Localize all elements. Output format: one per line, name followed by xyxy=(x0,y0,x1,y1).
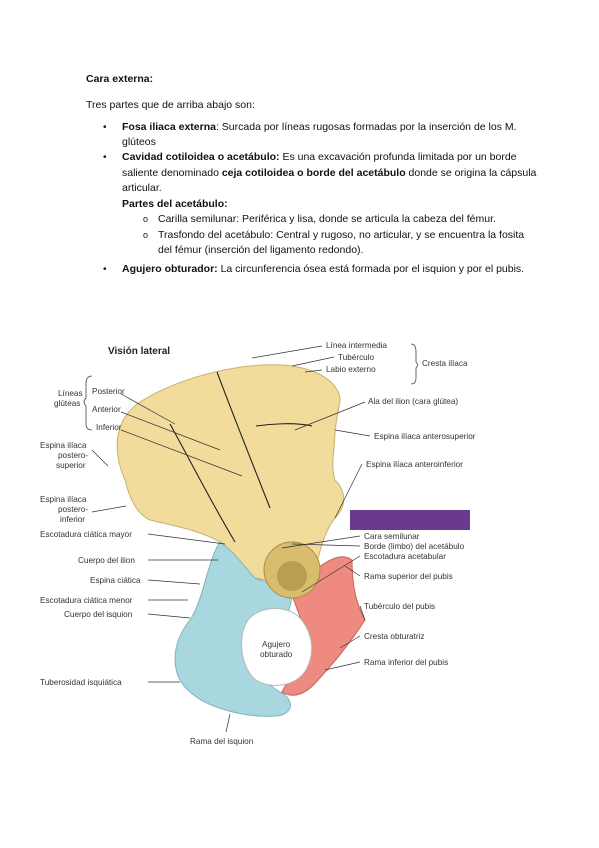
label-espina-ciatica: Espina ciática xyxy=(90,576,141,585)
label-agujero-1: Agujero xyxy=(262,640,291,649)
obturator-foramen xyxy=(241,608,313,686)
gluteal-line-anterior xyxy=(216,371,271,509)
label-agujero-2: obturado xyxy=(260,650,293,659)
cresta-brace xyxy=(410,343,418,385)
label-rama-sup-pubis: Rama superior del pubis xyxy=(364,572,453,581)
subheading-partes: Partes del acetábulo: xyxy=(122,198,228,210)
label-escotadura-acetabular: Escotadura acetabular xyxy=(364,552,446,561)
redaction-bar xyxy=(350,510,470,530)
item-fosa: Fosa iliaca externa: Surcada por líneas … xyxy=(122,120,517,135)
label-cuerpo-ilion: Cuerpo del ilion xyxy=(78,556,135,565)
label-rama-inf-pubis: Rama inferior del pubis xyxy=(364,658,448,667)
desc-fosa: Surcada por líneas rugosas formadas por … xyxy=(218,121,517,133)
label-tuberculo-pubis: Tubérculo del pubis xyxy=(364,602,435,611)
section-heading: Cara externa: xyxy=(86,73,154,85)
label-gluteas: glúteas xyxy=(54,399,80,408)
label-tuberculo: Tubérculo xyxy=(338,353,375,362)
label-eipi-3: inferior xyxy=(60,515,85,524)
bullet: • xyxy=(103,152,107,163)
desc-cavidad-2a: saliente denominado xyxy=(122,167,222,179)
label-ala-ilion: Ala del ilion (cara glútea) xyxy=(368,397,458,406)
term-cavidad: Cavidad cotiloidea o acetábulo: xyxy=(122,151,280,163)
hip-bone-figure: Visión lateral Línea intermedia Tubércul… xyxy=(40,341,476,746)
subitem-trasfondo: Trasfondo del acetábulo: Central y rugos… xyxy=(158,229,525,241)
label-posterior: Posterior xyxy=(92,387,125,396)
label-eipi-2: postero- xyxy=(58,505,88,514)
label-eipi-1: Espina ilíaca xyxy=(40,495,87,504)
subitem-carilla: Carilla semilunar: Periférica y lisa, do… xyxy=(158,213,496,225)
desc-agujero: La circunferencia ósea está formada por … xyxy=(217,263,525,275)
label-linea-intermedia: Línea intermedia xyxy=(326,341,387,350)
sub-bullet: o xyxy=(143,230,149,240)
label-rama-isquion: Rama del isquion xyxy=(190,737,254,746)
label-eias: Espina ilíaca anterosuperior xyxy=(374,432,476,441)
item-cavidad-l2: saliente denominado ceja cotiloidea o bo… xyxy=(122,166,536,181)
label-eiai: Espina ilíaca anteroinferior xyxy=(366,460,463,469)
label-borde-acetabulo: Borde (limbo) del acetábulo xyxy=(364,542,465,551)
label-tuberosidad: Tuberosidad isquiática xyxy=(40,678,122,687)
item-cavidad: Cavidad cotiloidea o acetábulo: Es una e… xyxy=(122,150,517,165)
term-ceja: ceja cotiloidea o borde del acetábulo xyxy=(221,167,406,179)
bullet: • xyxy=(103,264,107,275)
figure-title: Visión lateral xyxy=(108,346,170,357)
term-agujero: Agujero obturador: xyxy=(122,263,218,275)
bullet: • xyxy=(103,122,107,133)
lineas-brace xyxy=(83,375,93,431)
label-escotadura-menor: Escotadura ciática menor xyxy=(40,596,133,605)
desc-cavidad-2b: donde se origina la cápsula xyxy=(405,167,537,179)
left-leaders xyxy=(91,393,243,733)
label-labio-externo: Labio externo xyxy=(326,365,376,374)
item-agujero: Agujero obturador: La circunferencia óse… xyxy=(122,262,524,277)
subitem-trasfondo-cont: del fémur (inserción del ligamento redon… xyxy=(158,244,364,256)
sep: : xyxy=(215,121,219,133)
label-cresta-obturatriz: Cresta obturatriz xyxy=(364,632,425,641)
item-cavidad-l3: articular. xyxy=(122,182,162,194)
ilium-shape xyxy=(116,364,345,581)
label-anterior: Anterior xyxy=(92,405,121,414)
label-eips-3: superior xyxy=(56,461,86,470)
label-cresta-iliaca: Cresta ilíaca xyxy=(422,359,468,368)
label-cara-semilunar: Cara semilunar xyxy=(364,532,420,541)
label-inferior: Inferior xyxy=(96,423,122,432)
label-lineas: Líneas xyxy=(58,389,83,398)
label-cuerpo-isquion: Cuerpo del isquion xyxy=(64,610,133,619)
label-eips-1: Espina ilíaca xyxy=(40,441,87,450)
term-fosa: Fosa iliaca externa xyxy=(122,121,216,133)
desc-cavidad: Es una excavación profunda limitada por … xyxy=(279,151,517,163)
right-leaders xyxy=(251,345,371,671)
intro-text: Tres partes que de arriba abajo son: xyxy=(86,99,255,111)
label-eips-2: postero- xyxy=(58,451,88,460)
sub-bullet: o xyxy=(143,214,149,224)
acetabular-fossa xyxy=(277,561,307,591)
gluteal-line-posterior xyxy=(169,423,236,543)
label-escotadura-mayor: Escotadura ciática mayor xyxy=(40,530,132,539)
item-fosa-cont: glúteos xyxy=(122,136,156,148)
